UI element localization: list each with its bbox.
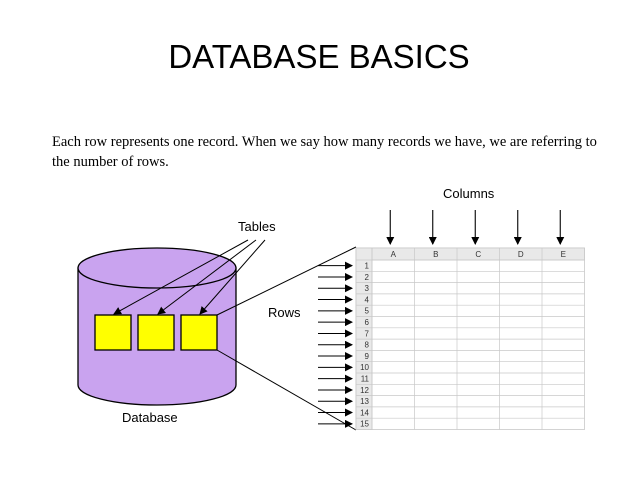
- sheet-row-number: 12: [360, 386, 369, 395]
- tables-label: Tables: [238, 219, 276, 234]
- sheet-row-number: 11: [361, 375, 370, 384]
- sheet-row-number: 5: [365, 307, 370, 316]
- sheet-row-number: 9: [365, 352, 370, 361]
- sheet-row-number: 4: [365, 295, 370, 304]
- slide-title: DATABASE BASICS: [168, 38, 470, 75]
- sheet-row-number: 2: [365, 273, 370, 282]
- tables-arrow-2: [157, 239, 257, 315]
- tables-arrow-3: [199, 239, 266, 315]
- sheet-column-header: A: [391, 250, 397, 259]
- sheet-row-number: 13: [360, 397, 369, 406]
- sheet-column-header: B: [433, 250, 438, 259]
- sheet-row-number: 1: [365, 262, 370, 271]
- sheet-row-number: 14: [360, 408, 369, 417]
- sheet-column-header: C: [475, 250, 481, 259]
- sheet-row-number: 8: [365, 341, 370, 350]
- sheet-row-number: 3: [365, 284, 370, 293]
- sheet-row-number: 10: [360, 363, 369, 372]
- sheet-row-number: 7: [365, 329, 370, 338]
- row-arrows: [318, 261, 353, 428]
- sheet-column-header: E: [561, 250, 566, 259]
- intro-paragraph: Each row represents one record. When we …: [52, 134, 597, 170]
- zoom-line-top: [216, 246, 357, 316]
- table-box-1: [94, 314, 132, 351]
- sheet-row-number: 15: [360, 420, 369, 429]
- database-label: Database: [122, 410, 178, 425]
- rows-label: Rows: [268, 305, 301, 320]
- columns-label: Columns: [443, 186, 495, 201]
- sheet-column-header: D: [518, 250, 524, 259]
- sheet-row-number: 6: [365, 318, 370, 327]
- column-arrows: [386, 210, 565, 245]
- table-box-3: [180, 314, 218, 351]
- tables-arrow-1: [113, 239, 249, 315]
- zoom-line-bottom: [216, 349, 357, 431]
- table-box-2: [137, 314, 175, 351]
